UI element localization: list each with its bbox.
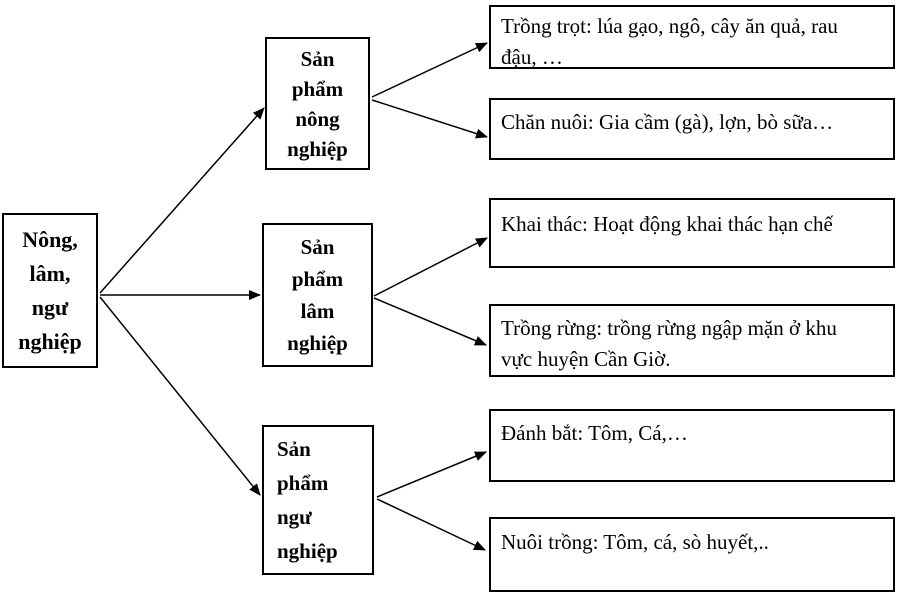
leaf-danh-bat: Đánh bắt: Tôm, Cá,…	[489, 409, 895, 482]
node-nong-lam-ngu-nghiep: Nông, lâm, ngư nghiệp	[2, 213, 98, 368]
arrow-root-to-branch-2	[99, 296, 261, 496]
leaf-chan-nuoi: Chăn nuôi: Gia cầm (gà), lợn, bò sữa…	[489, 98, 895, 160]
leaf-nuoi-trong: Nuôi trồng: Tôm, cá, sò huyết,..	[489, 517, 895, 592]
arrow-branch-0-to-leaf-1	[371, 99, 488, 139]
node-san-pham-ngu-nghiep: Sản phẩm ngư nghiệp	[262, 425, 374, 575]
node-san-pham-lam-nghiep: Sản phẩm lâm nghiệp	[262, 223, 373, 367]
leaf-trong-rung: Trồng rừng: trồng rừng ngập mặn ở khu vự…	[489, 304, 895, 377]
arrow-branch-2-to-leaf-5	[376, 498, 486, 551]
leaf-trong-trot: Trồng trọt: lúa gạo, ngô, cây ăn quả, ra…	[489, 5, 895, 69]
arrow-branch-1-to-leaf-3	[373, 297, 487, 346]
arrow-root-to-branch-0	[99, 107, 265, 294]
node-san-pham-nong-nghiep: Sản phẩm nông nghiệp	[265, 37, 370, 170]
arrow-branch-0-to-leaf-0	[371, 42, 488, 98]
arrow-branch-1-to-leaf-2	[373, 237, 488, 297]
leaf-khai-thac: Khai thác: Hoạt động khai thác hạn chế	[489, 198, 895, 268]
arrow-branch-2-to-leaf-4	[376, 451, 487, 498]
